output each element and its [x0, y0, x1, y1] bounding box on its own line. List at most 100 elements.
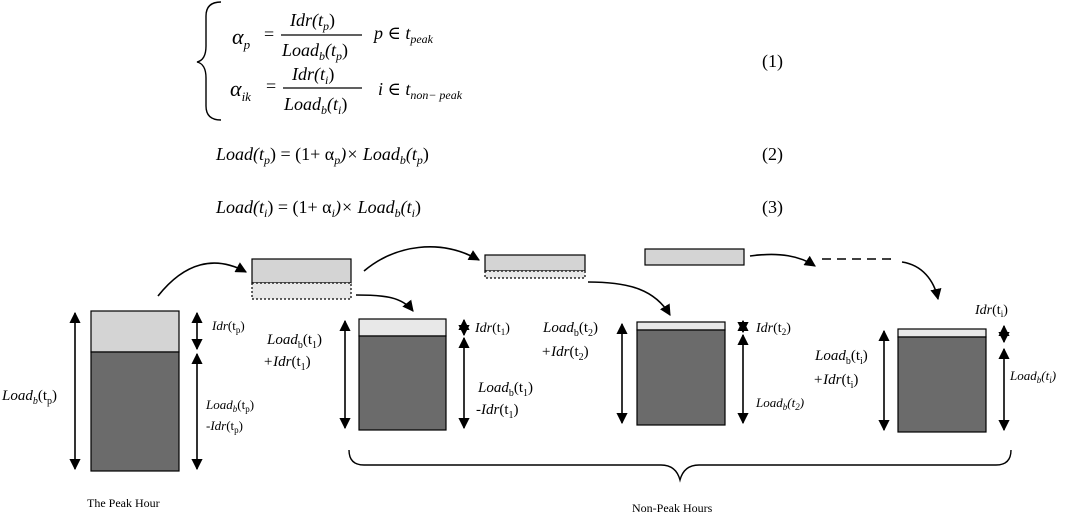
eq1-alpha-ik: α — [230, 76, 242, 101]
t1-right-label-1-close: ) — [528, 380, 533, 396]
ti-load-block — [897, 336, 987, 433]
equation-1-brace — [196, 1, 222, 121]
t1-left-label-2-sub: 1 — [301, 362, 306, 373]
peak-hour-group: Loadb(tp) Idr(tp) Loadb(tp) -Idr(tp) — [1, 310, 254, 472]
equation-3: Load(ti) = (1+ αi)× Loadb(ti) (3) — [215, 197, 783, 220]
curve-arrow-dashes-to-ti — [901, 261, 942, 301]
eq1-den1-sub: b — [319, 49, 325, 63]
eq2-close: ) — [423, 144, 429, 165]
ti-idr-label-arg: (t — [992, 303, 1001, 318]
t1-left-label-2-close: ) — [306, 354, 311, 370]
t2-idr-label-arg: (t — [773, 321, 782, 336]
eq1-den2-arg-sub: i — [338, 103, 341, 117]
peak-idr-block — [90, 310, 180, 353]
eq1-num2-close: ) — [328, 64, 334, 85]
t2-load-label: Load — [755, 395, 783, 410]
svg-text:Loadb(t2): Loadb(t2) — [542, 320, 598, 339]
svg-text:Idr(ti): Idr(ti) — [974, 303, 1008, 319]
curve-arrow-peak-to-box1 — [157, 262, 247, 297]
eq1-den2: Load — [283, 94, 322, 114]
curve-arrow-box1-to-t1 — [355, 294, 414, 312]
t1-idr-label-arg: (t — [492, 321, 501, 336]
svg-text:Loadb(ti): Loadb(ti) — [283, 94, 347, 117]
eq1-num1: Idr(t — [289, 10, 324, 31]
t1-idr-label-sub: 1 — [501, 327, 506, 337]
t2-left-label-2-close: ) — [584, 344, 589, 360]
svg-text:Idr(tp): Idr(tp) — [211, 318, 245, 335]
t2-load-label-close: ) — [799, 395, 804, 410]
peak-lower-label-2-sub: p — [234, 425, 239, 435]
svg-text:Idr(t1): Idr(t1) — [474, 321, 510, 337]
t1-right-label-1-sub: b — [509, 388, 514, 399]
t2-left-label-1-close: ) — [593, 320, 598, 336]
svg-text:Load(tp) = (1+ αp)× Loadb(tp): Load(tp) = (1+ αp)× Loadb(tp) — [215, 144, 429, 167]
peak-lower-label-1-arg-sub: p — [245, 404, 250, 414]
ti-left-label-1-arg-sub: i — [860, 356, 863, 367]
eq2-rhs-times: )× Load — [339, 144, 401, 165]
ti-idr-label-close: ) — [1003, 303, 1008, 318]
non-peak-hours-caption: Non-Peak Hours — [632, 501, 713, 515]
non-peak-brace — [348, 449, 1012, 483]
peak-lower-label-2: -Idr — [206, 418, 227, 433]
t1-idr-label: Idr — [474, 321, 493, 336]
eq3-mid: ) = (1+ α — [267, 197, 332, 218]
peak-load-label-sub: b — [33, 396, 38, 407]
ti-load-label: Load — [1009, 368, 1037, 383]
svg-text:Idr(ti): Idr(ti) — [291, 64, 334, 87]
svg-text:Idr(tp): Idr(tp) — [289, 10, 335, 33]
eq3-close: ) — [415, 197, 421, 218]
eq1-num2: Idr(t — [291, 64, 326, 85]
ti-left-label-2-sub: i — [851, 380, 854, 391]
eq1-num1-close: ) — [329, 10, 335, 31]
eq2-lhs-arg: (t — [253, 144, 265, 165]
peak-lower-label-1-sub: b — [233, 404, 238, 414]
t2-load-label-arg: (t — [787, 395, 795, 410]
eq1-den2-arg: (t — [327, 94, 339, 115]
t1-load-block — [358, 335, 447, 431]
t2-left-label-2-arg: (t — [569, 344, 579, 360]
t1-right-label-1-arg: (t — [514, 380, 524, 396]
eq3-lhs: Load — [215, 197, 254, 217]
ti-left-label-2-close: ) — [853, 372, 858, 388]
ti-left-label-1-arg: (t — [851, 348, 861, 364]
svg-text:Idr(t2): Idr(t2) — [755, 321, 791, 337]
ti-load-label-close: ) — [1051, 368, 1056, 383]
svg-text:αik: αik — [230, 76, 251, 104]
t1-left-label-1: Load — [266, 332, 298, 348]
svg-text:i ∈ tnon− peak: i ∈ tnon− peak — [378, 79, 463, 102]
eq1-den1-close: ) — [342, 40, 348, 61]
non-peak-t1-group: Loadb(t1) +Idr(t1) Idr(t1) Loadb(t1) -Id… — [263, 318, 533, 431]
eq1-alpha-p: α — [232, 24, 244, 49]
t1-right-label-2-arg: (t — [499, 402, 509, 418]
eq1-alpha-ik-sub: ik — [242, 89, 252, 104]
peak-load-label-arg-sub: p — [47, 396, 52, 407]
ti-idr-block — [897, 328, 987, 338]
t1-right-label-2-close: ) — [514, 402, 519, 418]
eq3-rhs-arg-sub: i — [412, 206, 415, 220]
t1-right-label-1-arg-sub: 1 — [523, 388, 528, 399]
eq1-alpha-p-sub: p — [243, 37, 251, 52]
peak-load-label-close: ) — [52, 388, 57, 404]
t1-left-label-2-arg: (t — [291, 354, 301, 370]
svg-text:Loadb(t2): Loadb(t2) — [755, 395, 804, 412]
eq1-den2-sub: b — [321, 103, 327, 117]
transfer-box-2-dotted — [484, 270, 586, 279]
transfer-box-2-top — [484, 254, 586, 272]
svg-text:Loadb(ti): Loadb(ti) — [1009, 368, 1056, 385]
eq1-den1: Load — [281, 40, 320, 60]
svg-text:Loadb(tp): Loadb(tp) — [205, 397, 254, 414]
eq1-number: (1) — [762, 51, 783, 72]
ti-idr-label: Idr — [974, 303, 993, 318]
transfer-box-3 — [644, 248, 745, 266]
equation-2: Load(tp) = (1+ αp)× Loadb(tp) (2) — [215, 144, 783, 167]
t2-load-label-sub: b — [783, 402, 788, 412]
eq3-lhs-arg-sub: i — [264, 206, 267, 220]
svg-text:-Idr(t1): -Idr(t1) — [476, 402, 519, 421]
eq2-lhs-arg-sub: p — [263, 153, 270, 167]
peak-lower-label-2-arg: (t — [226, 418, 234, 433]
ti-left-label-2-arg: (t — [841, 372, 851, 388]
eq2-lhs: Load — [215, 144, 254, 164]
non-peak-ti-group: Idr(ti) Loadb(ti) +Idr(ti) Loadb(ti) — [813, 303, 1056, 433]
